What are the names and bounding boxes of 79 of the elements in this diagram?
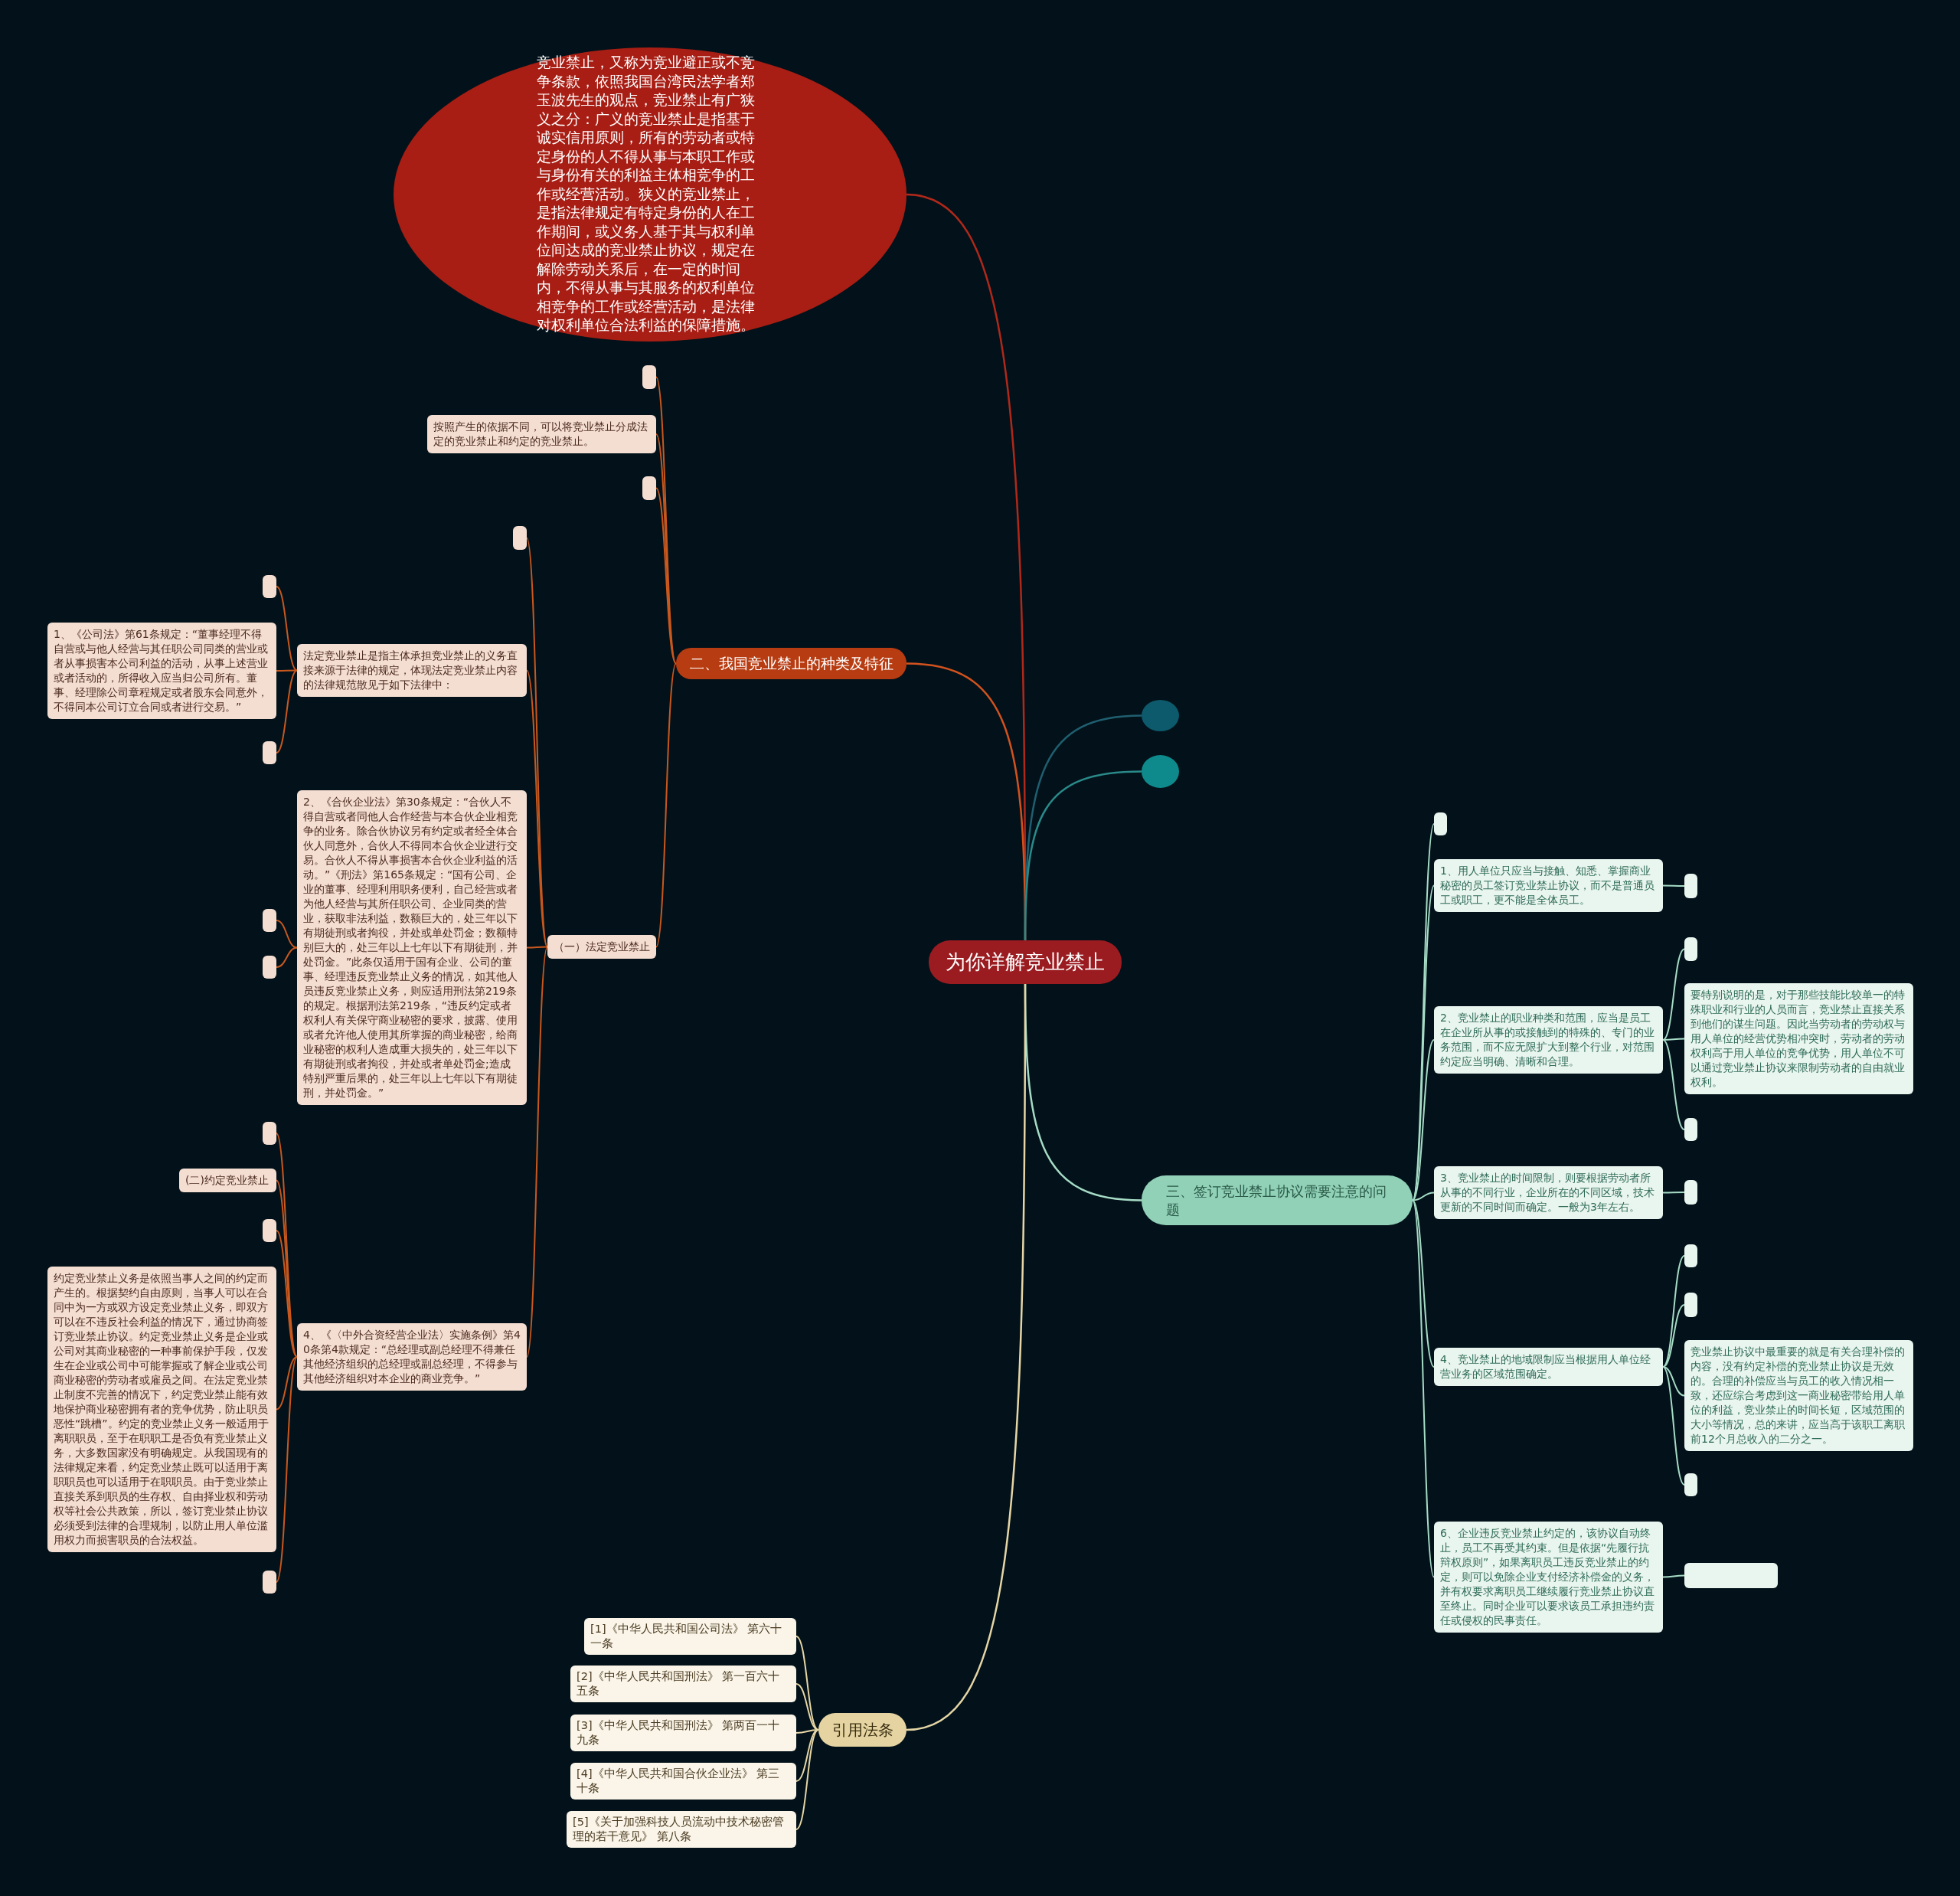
connector-line <box>795 1636 819 1731</box>
connector-line <box>276 669 298 672</box>
text-box: 4、《〈中外合资经营企业法〉实施条例》第40条第4款规定：“总经理或副总经理不得兼任其他经济组织的总经理或副总经理，不得参与其他经济组织对本企业的商业竞争。” <box>297 1323 527 1391</box>
empty-box <box>1684 1473 1697 1496</box>
connector-line <box>276 1356 298 1583</box>
circle-node <box>1142 755 1179 788</box>
text-box: 1、用人单位只应当与接触、知悉、掌握商业秘密的员工签订竞业禁止协议，而不是普通员工或职工，更不能是全体员工。 <box>1434 859 1663 912</box>
text-box: （一）法定竞业禁止 <box>547 935 656 959</box>
empty-box <box>1684 1118 1697 1141</box>
branch-topic: 引用法条 <box>818 1713 906 1747</box>
circle-node <box>1142 700 1179 731</box>
connector-line <box>1662 884 1685 887</box>
connector-line <box>526 946 548 949</box>
text-box: 1、《公司法》第61条规定：“董事经理不得自营或与他人经营与其任职公司同类的营业或者从事损害本公司利益的活动，从事上述营业或者活动的，所得收入应当归公司所有。董事、经理除公司章程规定或者股东会同意外，不得同本公司订立合同或者进行交易。” <box>47 623 276 719</box>
text-box: 2、竞业禁止的职业种类和范围，应当是员工在企业所从事的或接触到的特殊的、专门的业务范围，而不应无限扩大到整个行业，对范围约定应当明确、清晰和合理。 <box>1434 1006 1663 1074</box>
text-box: 按照产生的依据不同，可以将竞业禁止分成法定的竞业禁止和约定的竞业禁止。 <box>427 415 656 453</box>
connector-line <box>906 984 1027 1731</box>
empty-box <box>642 365 656 389</box>
empty-box <box>642 476 656 500</box>
text-box: 6、企业违反竞业禁止约定的，该协议自动终止，员工不再受其约束。但是依据“先履行抗辩权原则”，如果离职员工违反竞业禁止的约定，则可以免除企业支付经济补偿金的义务，并有权要求离职员工继续履行竞业禁止协议直至终止。同时企业可以要求该员工承担违约责任或侵权的民事责任。 <box>1434 1522 1663 1633</box>
connector-line <box>1662 1366 1685 1486</box>
empty-box <box>1684 1293 1697 1317</box>
text-box: 4、竞业禁止的地域限制应当根据用人单位经营业务的区域范围确定。 <box>1434 1348 1663 1386</box>
empty-box <box>263 1122 276 1145</box>
connector-line <box>276 1230 298 1358</box>
topic-ellipse: 竞业禁止，又称为竞业避正或不竞争条款，依照我国台湾民法学者郑玉波先生的观点，竞业禁止有广狭义之分：广义的竞业禁止是指基于诚实信用原则，所有的劳动者或特定身份的人不得从事与本职工作或与身份有关的利益主体相竞争的工作或经营活动。狭义的竞业禁止，是指法律规定有特定身份的人在工作期间，或义务人基于其与权利单位间达成的竞业禁止协议，规定在解除劳动关系后，在一定的时间内，不得从事与其服务的权利单位相竞争的工作或经营活动，是法律对权利单位合法利益的保障措施。 <box>394 47 906 342</box>
connector-line <box>1662 1255 1685 1368</box>
text-box: 法定竞业禁止是指主体承担竞业禁止的义务直接来源于法律的规定，体现法定竞业禁止内容的法律规范散见于如下法律中： <box>297 644 527 697</box>
connector-line <box>1662 1574 1685 1578</box>
connector-line <box>1412 1192 1435 1201</box>
connector-line <box>276 1356 298 1411</box>
branch-topic: 三、签订竞业禁止协议需要注意的问题 <box>1142 1175 1413 1225</box>
text-box: 要特别说明的是，对于那些技能比较单一的特殊职业和行业的人员而言，竞业禁止直接关系到他们的谋生问题。因此当劳动者的劳动权与用人单位的经营优势相冲突时，劳动者的劳动权利高于用人单位的竞争优势，用人单位不可以通过竞业禁止协议来限制劳动者的自由就业权利。 <box>1684 983 1913 1094</box>
connector-line <box>1662 948 1685 1041</box>
empty-box <box>263 956 276 979</box>
connector-line <box>276 946 298 968</box>
empty-box <box>1434 812 1447 835</box>
connector-line <box>526 946 548 1358</box>
text-box: 竞业禁止协议中最重要的就是有关合理补偿的内容，没有约定补偿的竞业禁止协议是无效的。合理的补偿应当与员工的收入情况相一致，还应综合考虑到这一商业秘密带给用人单位的利益，竞业禁止的时间长短，区域范围的大小等情况，总的来讲，应当高于该职工离职前12个月总收入的二分之一。 <box>1684 1340 1913 1451</box>
connector-line <box>276 586 298 672</box>
reference-box: [4]《中华人民共和国合伙企业法》 第三十条 <box>570 1763 796 1800</box>
connector-line <box>795 1729 819 1830</box>
connector-line <box>526 669 548 948</box>
empty-box <box>1684 874 1697 898</box>
connector-line <box>655 662 677 948</box>
empty-box <box>1684 1244 1697 1267</box>
connector-line <box>1662 1366 1685 1397</box>
text-box: 2、《合伙企业法》第30条规定：“合伙人不得自营或者同他人合作经营与本合伙企业相竞争的业务。除合伙协议另有约定或者经全体合伙人同意外，合伙人不得同本合伙企业进行交易。合伙人不得从事损害本合伙企业利益的活动。”《刑法》第165条规定：“国有公司、企业的董事、经理利用职务便利，自己经营或者为他人经营与其所任职公司、企业同类的营业，获取非法利益，数额巨大的，处三年以下有期徒刑或者拘役，并处或单处罚金；数额特别巨大的，处三年以上七年以下有期徒刑，并处罚金。”此条仅适用于国有企业、公司的董事、经理违反竞业禁止义务的情况，如其他人员违反竞业禁止义务，则应适用刑法第219条的规定。根据刑法第219条，“违反约定或者权利人有关保守商业秘密的要求，披露、使用或者允许他人使用其所掌握的商业秘密，给商业秘密的权利人造成重大损失的，处三年以下有期徒刑或者拘役，并处或者单处罚金;造成特别严重后果的，处三年以上七年以下有期徒刑，并处罚金。” <box>297 790 527 1105</box>
empty-box <box>263 741 276 764</box>
reference-box: [5]《关于加强科技人员流动中技术秘密管理的若干意见》 第八条 <box>567 1811 796 1848</box>
reference-box: [2]《中华人民共和国刑法》 第一百六十五条 <box>570 1666 796 1702</box>
empty-box <box>263 1219 276 1242</box>
central-topic: 为你详解竞业禁止 <box>929 940 1122 984</box>
empty-box <box>1684 1563 1778 1588</box>
connector-line <box>1412 1039 1435 1201</box>
connector-line <box>1412 1199 1435 1578</box>
empty-box <box>1684 1180 1697 1205</box>
reference-box: [1]《中华人民共和国公司法》 第六十一条 <box>584 1618 796 1655</box>
empty-box <box>263 909 276 932</box>
branch-topic: 二、我国竞业禁止的种类及特征 <box>676 648 906 679</box>
connector-line <box>276 920 298 949</box>
connector-line <box>795 1683 819 1731</box>
text-box: 约定竞业禁止义务是依照当事人之间的约定而产生的。根据契约自由原则，当事人可以在合同中为一方或双方设定竞业禁止义务，即双方可以在不违反社会利益的情况下，通过协商签订竞业禁止协议。约定竞业禁止义务是企业或公司对其商业秘密的一种事前保护手段，仅发生在企业或公司中可能掌握或了解企业或公司商业秘密的劳动者或雇员之间。在法定竞业禁止制度不完善的情况下，约定竞业禁止能有效地保护商业秘密拥有者的竞争优势，防止职员恶性“跳槽”。约定的竞业禁止义务一般适用于离职职员，至于在职职工是否负有竞业禁止义务，大多数国家没有明确规定。从我国现有的法律规定来看，约定竞业禁止既可以适用于离职职员也可以适用于在职职员。由于竞业禁止直接关系到职员的生存权、自由择业权和劳动权等社会公共政策，所以，签订竞业禁止协议必须受到法律的合理规制，以防止用人单位滥用权力而损害职员的合法权益。 <box>47 1267 276 1552</box>
connector-line <box>1662 1039 1685 1130</box>
empty-box <box>263 575 276 598</box>
connector-line <box>276 669 298 753</box>
empty-box <box>513 526 527 550</box>
empty-box <box>1684 937 1697 961</box>
empty-box <box>263 1571 276 1594</box>
connector-line <box>655 487 677 665</box>
reference-box: [3]《中华人民共和国刑法》 第两百一十九条 <box>570 1715 796 1751</box>
text-box: 3、竞业禁止的时间限制，则要根据劳动者所从事的不同行业，企业所在的不同区域，技术更新的不同时间而确定。一般为3年左右。 <box>1434 1166 1663 1219</box>
text-box: (二)约定竞业禁止 <box>179 1169 276 1192</box>
connector-line <box>1662 1038 1685 1041</box>
connector-line <box>1662 1304 1685 1368</box>
connector-line <box>1024 770 1142 940</box>
connector-line <box>276 1179 298 1358</box>
connector-line <box>1412 1199 1435 1368</box>
connector-line <box>1662 1192 1685 1194</box>
